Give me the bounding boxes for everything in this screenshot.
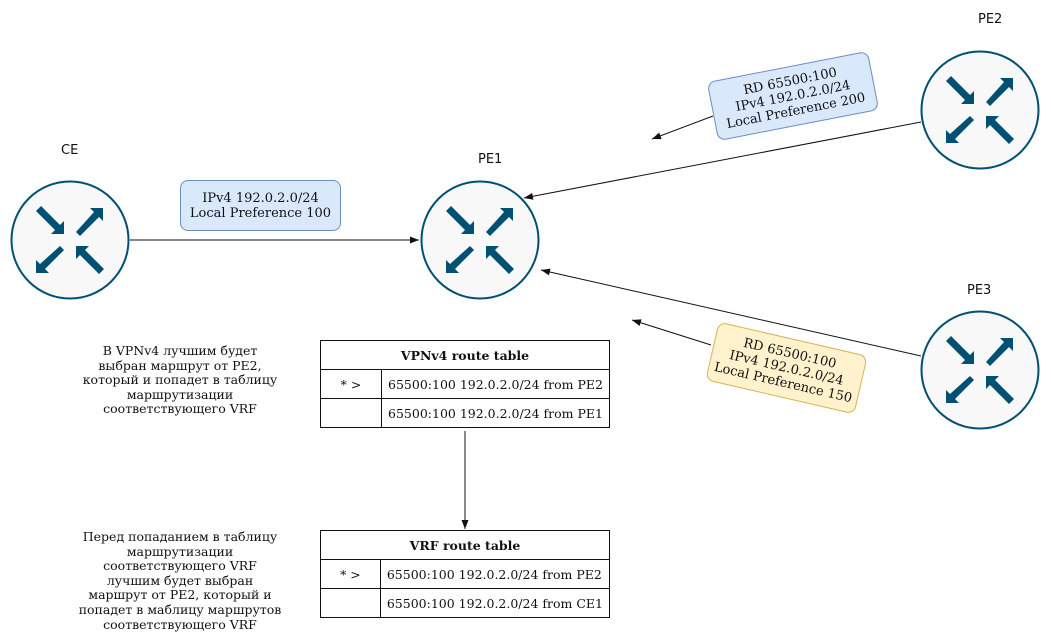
table-row: 65500:100 192.0.2.0/24 from PE1 [319, 398, 610, 428]
router-label-pe3: PE3 [967, 283, 992, 298]
note-line: В VPNv4 лучшим будет [102, 343, 258, 358]
direction-arrow-pe2 [651, 115, 714, 140]
router-pe2 [920, 50, 1040, 170]
note-line: соответствующего VRF [103, 616, 257, 632]
bubble-line: Local Preference 100 [189, 205, 332, 221]
note-line: маршрутизации [126, 543, 234, 559]
route-entry: 65500:100 192.0.2.0/24 from CE1 [379, 588, 611, 618]
note-line: выбран маршрут от PE2, [98, 357, 262, 373]
note-line: который и попадет в таблицу [82, 372, 278, 388]
route-entry: 65500:100 192.0.2.0/24 from PE2 [381, 369, 610, 399]
table-title: VRF route table [320, 530, 610, 560]
note-vrf: Перед попаданием в таблицу маршрутизации… [70, 529, 290, 632]
table-row: * > 65500:100 192.0.2.0/24 from PE2 [320, 559, 611, 589]
route-bubble-ce: IPv4 192.0.2.0/24 Local Preference 100 [180, 180, 341, 231]
vpnv4-route-table: VPNv4 route table * > 65500:100 192.0.2.… [319, 340, 610, 428]
note-line: маршрут от PE2, который и [88, 587, 272, 603]
note-vpnv4: В VPNv4 лучшим будет выбран маршрут от P… [72, 343, 288, 417]
route-entry: 65500:100 192.0.2.0/24 from PE1 [381, 398, 610, 428]
note-line: соответствующего VRF [103, 558, 257, 574]
table-header-row: VRF route table [320, 530, 610, 560]
route-entry: 65500:100 192.0.2.0/24 from PE2 [379, 559, 611, 589]
router-pe3 [920, 310, 1040, 430]
note-line: Перед попаданием в таблицу [82, 529, 278, 544]
bubble-line: IPv4 192.0.2.0/24 [202, 190, 319, 206]
router-pe1 [420, 180, 540, 300]
note-line: лучшим будет выбран [106, 572, 254, 588]
router-label-pe1: PE1 [478, 152, 503, 167]
router-ce [10, 180, 130, 300]
link-pe3-pe1 [540, 268, 922, 357]
vrf-route-table: VRF route table * > 65500:100 192.0.2.0/… [320, 530, 611, 618]
route-flag: * > [319, 369, 383, 399]
table-title: VPNv4 route table [320, 340, 610, 370]
route-flag [319, 398, 383, 428]
router-label-pe2: PE2 [978, 12, 1003, 27]
direction-arrow-pe3 [631, 319, 712, 346]
table-row: 65500:100 192.0.2.0/24 from CE1 [320, 588, 611, 618]
router-label-ce: CE [61, 143, 79, 158]
table-header-row: VPNv4 route table [320, 340, 610, 370]
link-pe2-pe1 [523, 121, 922, 200]
route-flag: * > [320, 559, 381, 589]
table-row: * > 65500:100 192.0.2.0/24 from PE2 [319, 369, 610, 399]
note-line: попадет в маблицу маршрутов [78, 601, 282, 617]
route-flag [320, 588, 381, 618]
note-line: маршрутизации [126, 386, 234, 402]
note-line: соответствующего VRF [103, 401, 257, 417]
